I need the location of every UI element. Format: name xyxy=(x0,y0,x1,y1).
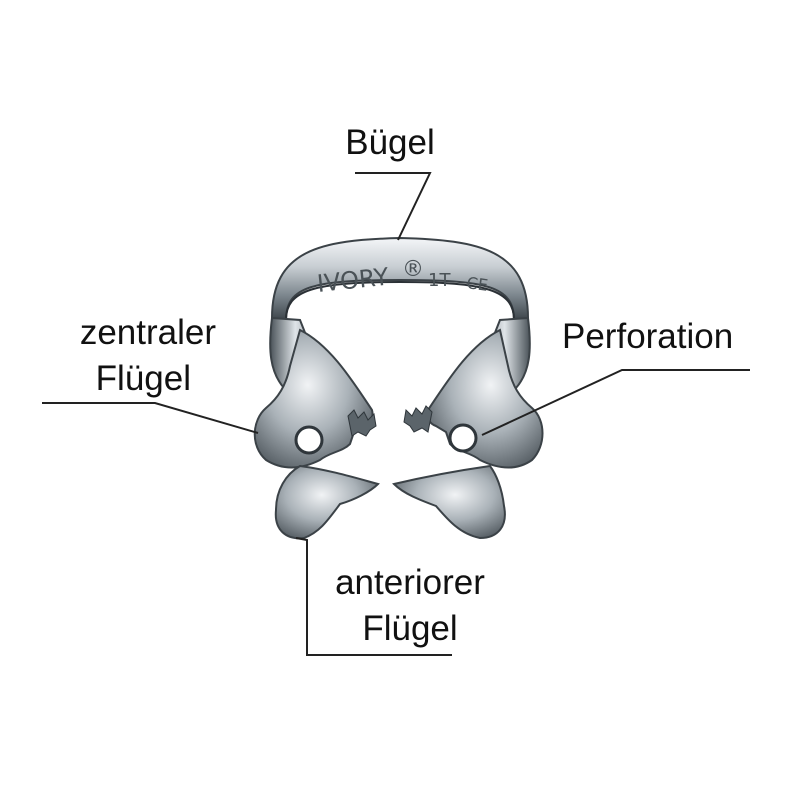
label-zentraler-line2: Flügel xyxy=(95,359,191,398)
right-jaw xyxy=(392,316,544,540)
left-jaw xyxy=(253,316,380,540)
label-zentraler-fluegel: zentraler Flügel xyxy=(46,310,216,402)
label-perforation: Perforation xyxy=(562,314,733,360)
leader-line-perforation xyxy=(481,369,750,436)
label-anterior-line1: anteriorer xyxy=(335,563,485,602)
label-buegel: Bügel xyxy=(335,120,445,166)
label-anterior-line2: Flügel xyxy=(362,609,458,648)
leader-line-anterior xyxy=(295,537,452,656)
label-anteriorer-fluegel: anteriorer Flügel xyxy=(318,560,502,652)
engraving-mark: ® xyxy=(402,257,424,282)
clamp-bow xyxy=(270,236,530,322)
leader-line-zentraler xyxy=(42,402,259,434)
engraving-ce: CE xyxy=(465,273,489,295)
label-perforation-text: Perforation xyxy=(562,317,734,356)
label-zentraler-line1: zentraler xyxy=(79,313,216,352)
label-buegel-text: Bügel xyxy=(345,123,435,162)
leader-line-buegel xyxy=(355,172,432,241)
engraving-model: 1T xyxy=(428,270,451,291)
